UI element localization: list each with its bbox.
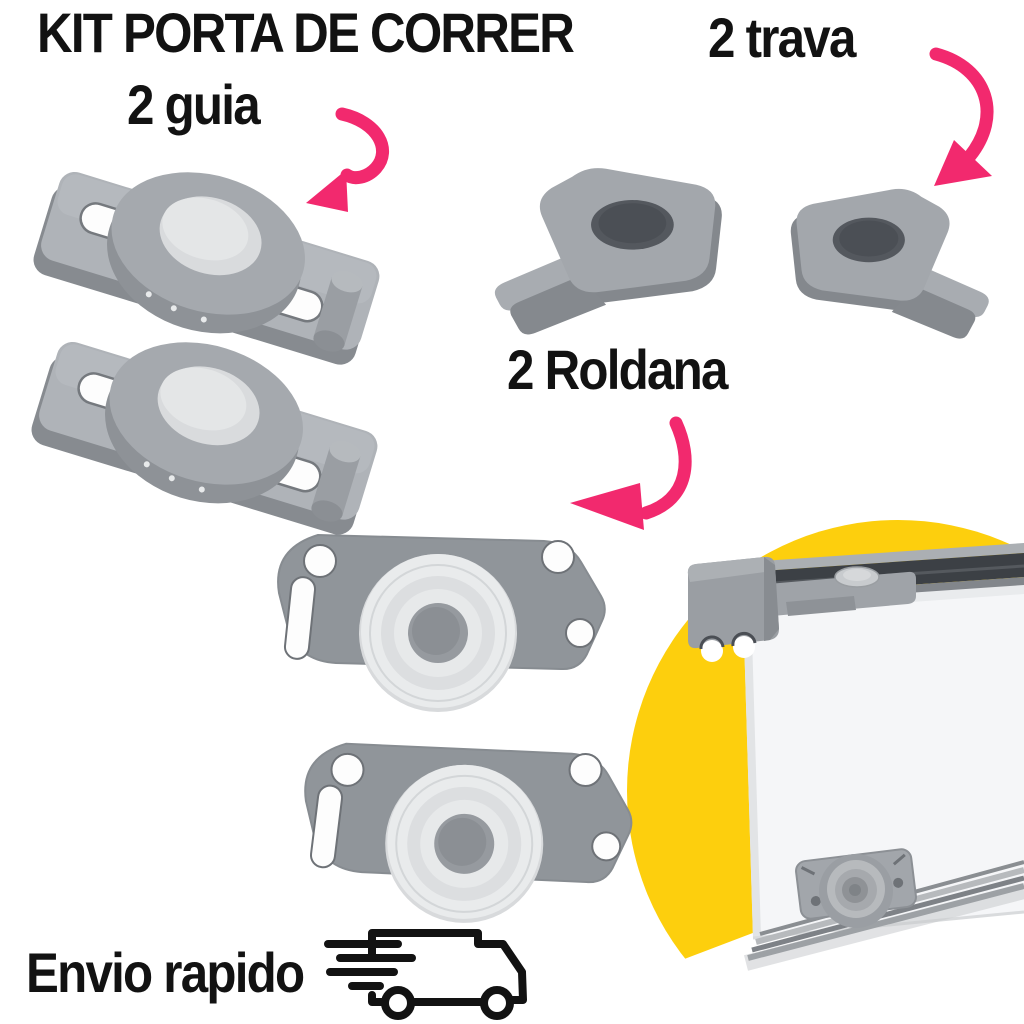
trava-part-image-1 (494, 168, 722, 335)
truck-icon (324, 929, 527, 1020)
roldana-part-image-1 (277, 534, 606, 713)
page-title: KIT PORTA DE CORRER (37, 1, 575, 64)
trava-part-image-2 (790, 188, 989, 339)
door-installation-image (624, 520, 1024, 1024)
installed-trava (687, 556, 779, 662)
roldana-label: 2 Roldana (507, 338, 728, 401)
guia-label: 2 guia (127, 73, 261, 136)
guia-part-image-1 (25, 129, 396, 380)
trava-label: 2 trava (708, 6, 856, 69)
shipping-label: Envio rapido (26, 941, 305, 1004)
roldana-part-image-2 (301, 742, 634, 927)
guia-arrow-icon (306, 107, 389, 212)
installed-roldana-wheel (819, 854, 893, 928)
door-panel (743, 584, 1024, 938)
trava-arrow-icon (929, 47, 994, 186)
roldana-arrow-icon (570, 416, 692, 530)
